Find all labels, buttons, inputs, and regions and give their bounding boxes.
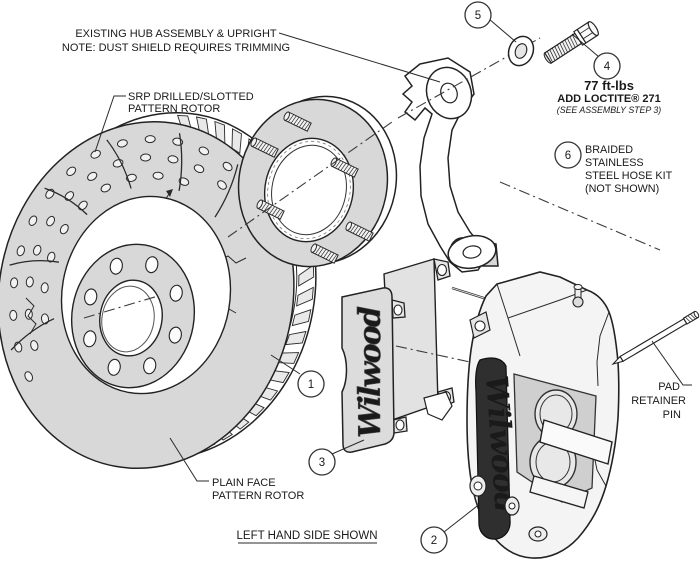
bleed-screw [572,284,584,308]
label-hose-line4: (NOT SHOWN) [585,183,659,195]
label-loctite: ADD LOCTITE® 271 [557,93,660,105]
callout-1: 1 [297,370,325,398]
label-footer: LEFT HAND SIDE SHOWN [237,530,378,542]
rotor-drawing [0,112,317,469]
svg-text:4: 4 [604,61,611,73]
callout-5: 5 [464,1,492,29]
label-hose-line2: STAINLESS [585,157,644,169]
rotor-drill-holes [9,135,253,382]
centerline-hub [227,121,393,238]
bolt-threads [546,34,579,63]
label-pad-pin-line1: PAD [658,381,680,393]
svg-text:1: 1 [308,379,314,391]
bolt-drawing [543,21,599,64]
hub-assembly-drawing [227,95,398,268]
torn-bracket-tab [423,391,453,421]
text-labels: EXISTING HUB ASSEMBLY & UPRIGHT NOTE: DU… [62,28,686,542]
brake-pads-drawing: Wilwood [341,258,492,453]
rotor-slots [9,133,239,351]
svg-text:6: 6 [565,150,571,162]
label-hub-note-line2: NOTE: DUST SHIELD REQUIRES TRIMMING [62,42,290,54]
pad-wilwood-logo: Wilwood [353,306,388,438]
centerline-pads [395,345,471,363]
label-hose-line1: BRAIDED [585,144,633,156]
label-plain-rotor-line1: PLAIN FACE [212,477,276,489]
centerline-caliper [499,181,661,251]
label-pad-pin-line2: RETAINER [631,395,686,407]
washer-drawing [507,35,535,67]
caliper-logo-band [475,357,511,540]
label-torque-value: 77 ft-lbs [584,78,634,93]
rotation-arrow [166,189,173,197]
caliper-bridge [539,419,613,465]
label-loctite-note: (SEE ASSEMBLY STEP 3) [557,105,662,115]
label-pad-pin-line3: PIN [663,409,681,421]
callout-2: 2 [420,526,448,554]
label-srp-rotor-line2: PATTERN ROTOR [128,103,220,115]
callout-4: 4 [593,52,621,80]
upright-drawing [397,37,661,273]
centerline-rotor [83,295,159,319]
svg-text:2: 2 [431,535,437,547]
callout-3: 3 [308,448,336,476]
caliper-drawing: Wilwood [423,271,620,559]
callout-6: 6 [554,141,582,169]
svg-text:3: 3 [319,457,325,469]
inboard-pad [341,287,395,453]
label-plain-rotor-line2: PATTERN ROTOR [212,490,304,502]
leader-lines [94,18,692,544]
rotor-lug-holes [83,256,183,376]
pad-retainer-pin-drawing [611,310,700,366]
svg-text:5: 5 [475,10,481,22]
label-hose-line3: STEEL HOSE KIT [585,170,673,182]
label-srp-rotor-line1: SRP DRILLED/SLOTTED [128,91,254,103]
label-hub-note-line1: EXISTING HUB ASSEMBLY & UPRIGHT [75,28,277,40]
